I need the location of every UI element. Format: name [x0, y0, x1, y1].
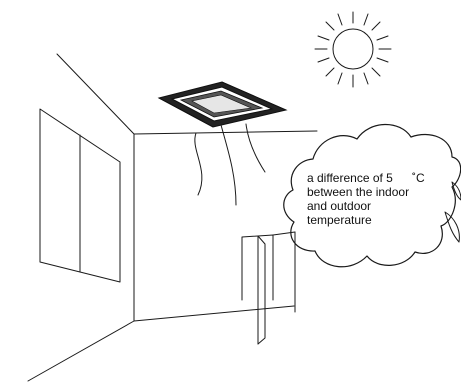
degree-celsius-mark: ˚C — [412, 171, 425, 185]
callout-line-1: a difference of 5 — [307, 171, 393, 185]
callout-line-3: and outdoor — [307, 199, 371, 213]
door — [242, 232, 295, 344]
sun-icon — [315, 12, 391, 87]
airflow-lines — [195, 124, 265, 205]
callout-text: a difference of 5 ˚C between the indoor … — [307, 171, 425, 227]
callout-line-4: temperature — [307, 213, 372, 227]
callout-line-2: between the indoor — [307, 185, 409, 199]
ac-unit-icon — [159, 82, 286, 127]
window — [40, 109, 120, 282]
